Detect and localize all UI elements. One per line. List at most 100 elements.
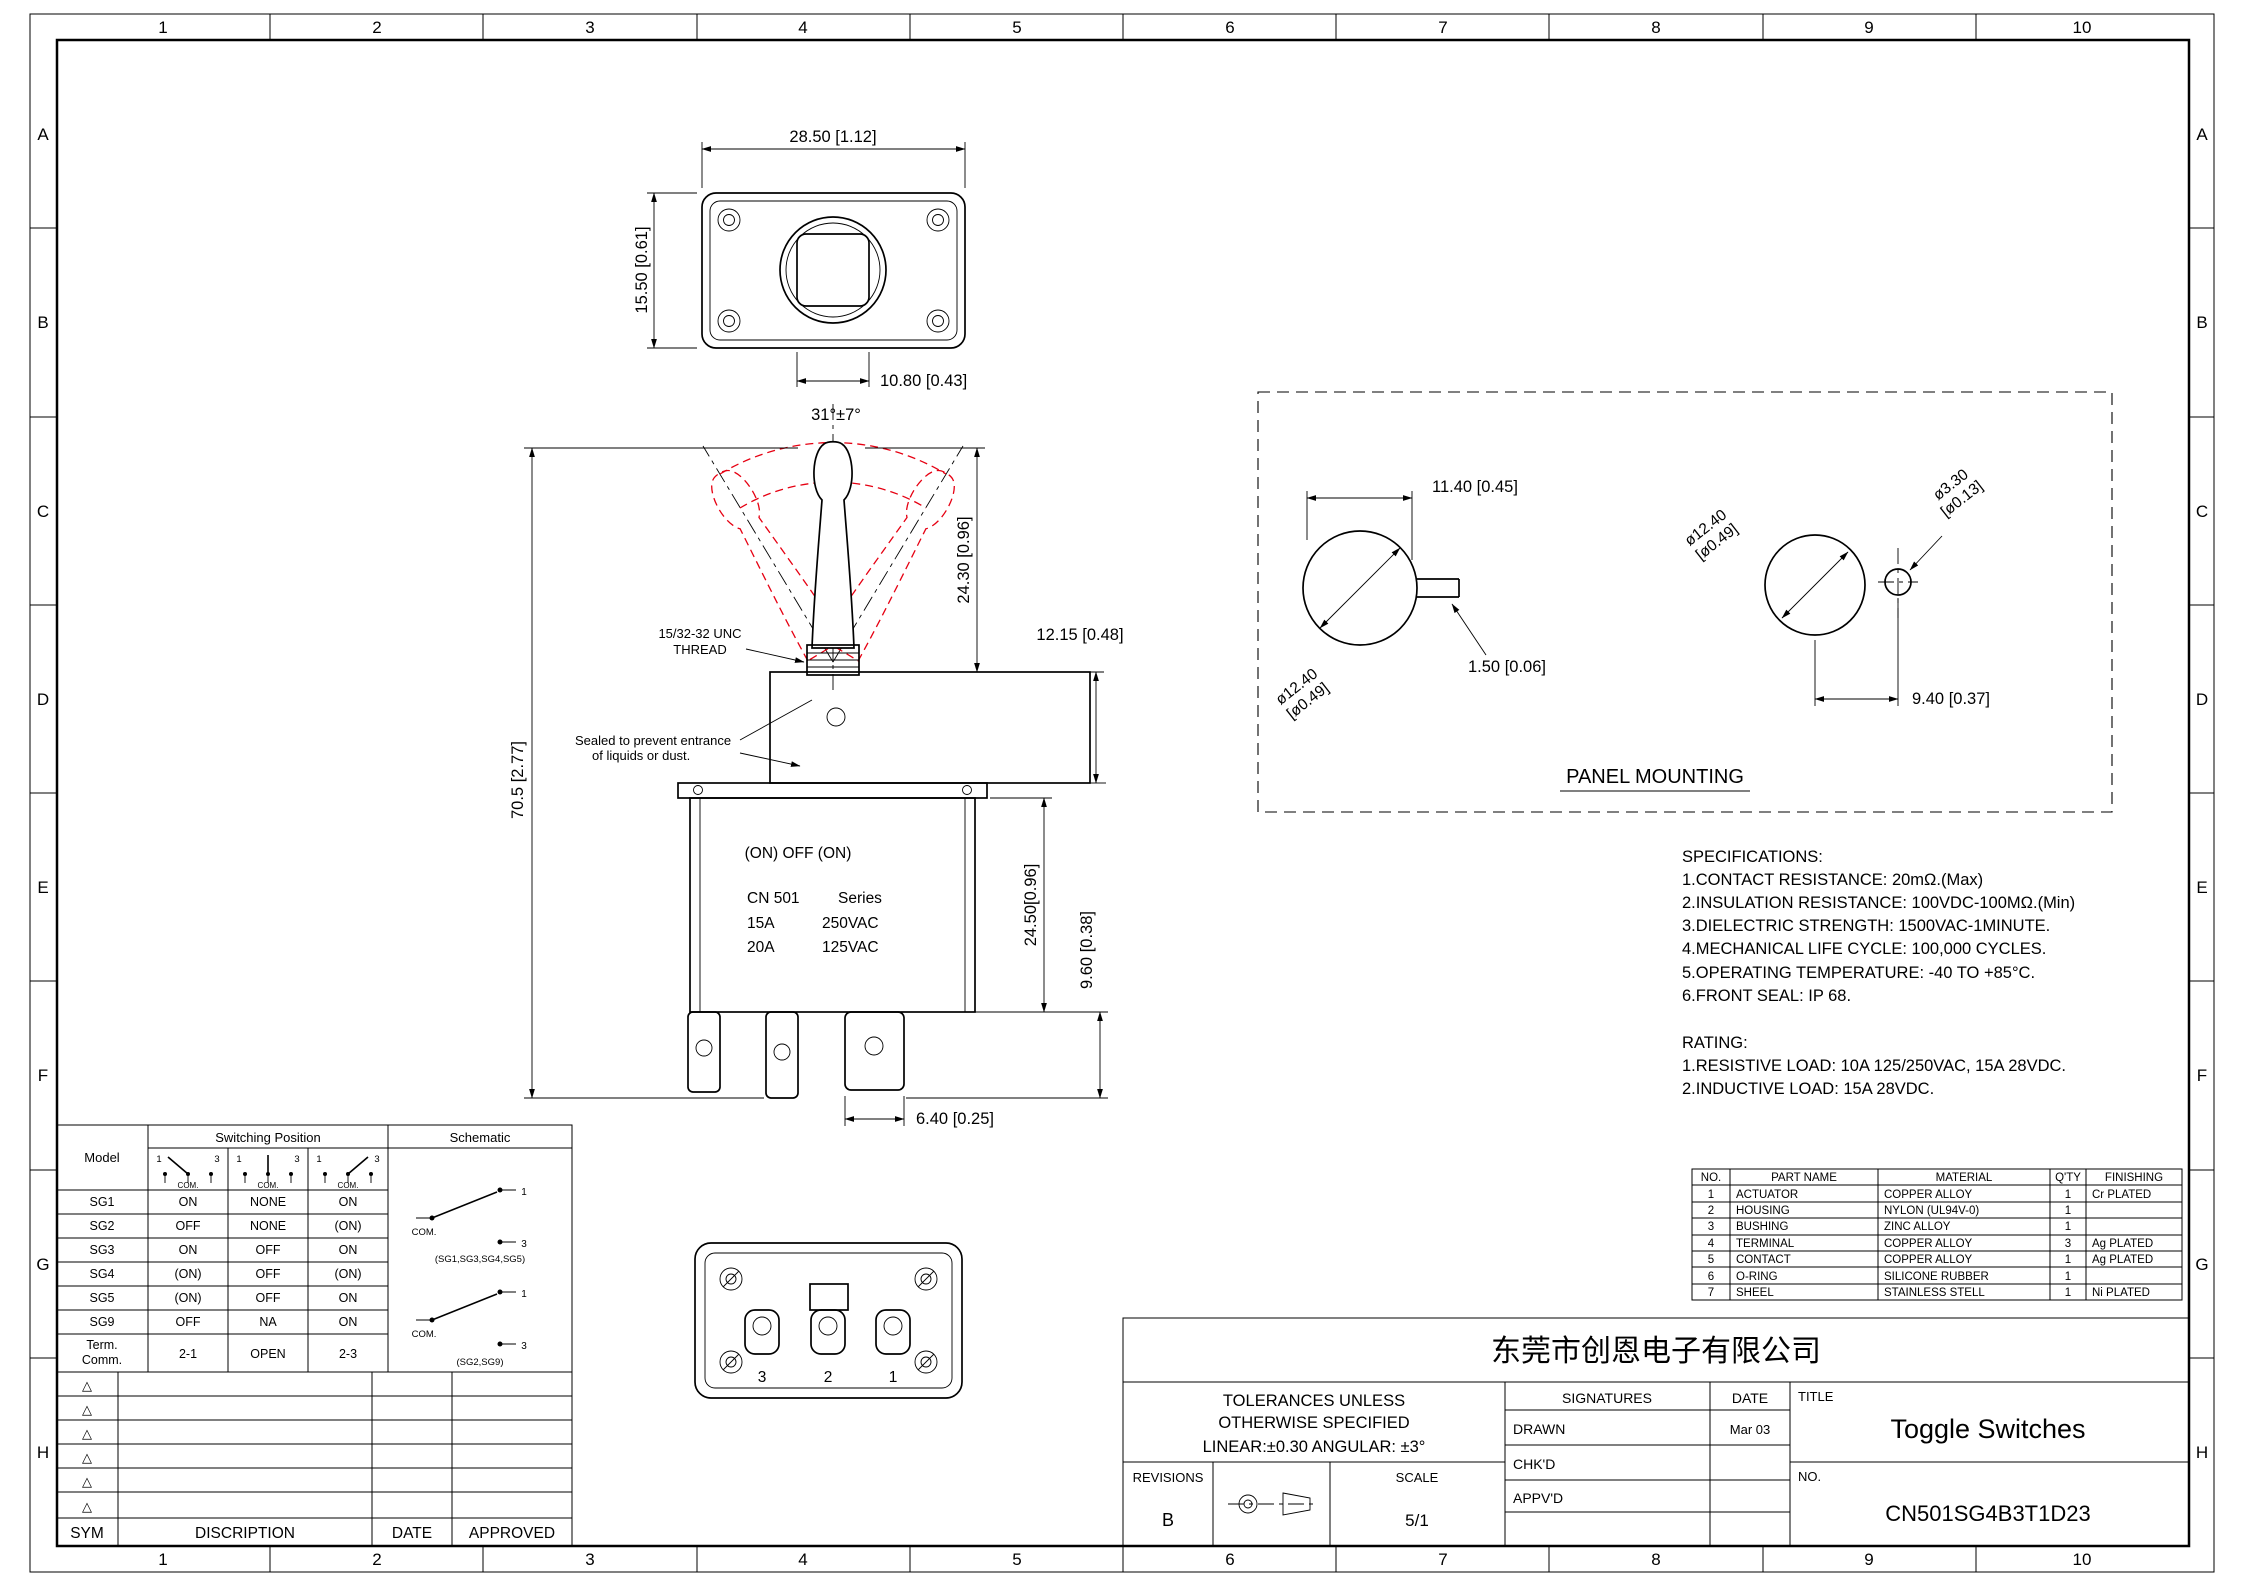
grid-row-label: F [2197, 1066, 2207, 1085]
body-marking-series-label: CN 501 [747, 890, 800, 907]
schematic-label: COM. [412, 1227, 437, 1238]
revision-sym: △ [82, 1499, 92, 1514]
cell: 2 [1708, 1205, 1714, 1217]
dim-bushing-height: 12.15 [0.48] [1036, 626, 1123, 644]
cell: 4 [1708, 1238, 1715, 1250]
dim-body-height: 24.50[0.96] [1022, 864, 1040, 947]
cell: ON [339, 1291, 358, 1305]
cell: ON [339, 1315, 358, 1329]
checked-label: CHK'D [1513, 1456, 1555, 1472]
schematic-label: 3 [521, 1239, 527, 1250]
grid-labels: 1 2 3 4 5 6 7 8 9 10 1 2 3 4 5 6 7 8 9 1… [36, 18, 2208, 1569]
dim-slot: 1.50 [0.06] [1468, 658, 1546, 676]
cell: COPPER ALLOY [1884, 1254, 1973, 1266]
body-marking-onoff: (ON) OFF (ON) [745, 845, 852, 862]
cell: 7 [1708, 1287, 1714, 1299]
specifications: SPECIFICATIONS: 1.CONTACT RESISTANCE: 20… [1682, 848, 2075, 1098]
cell: COPPER ALLOY [1884, 1238, 1973, 1250]
grid-col-label: 10 [2073, 1550, 2092, 1569]
title-block: 东莞市创恩电子有限公司 TOLERANCES UNLESS OTHERWISE … [1122, 1317, 2190, 1547]
bottom-view: 3 2 1 [694, 1242, 963, 1399]
dim-top-hole: 10.80 [0.43] [880, 372, 967, 390]
grid-col-label: 8 [1651, 18, 1660, 37]
cell: Ni PLATED [2092, 1287, 2150, 1299]
seal-note: of liquids or dust. [592, 748, 690, 763]
cell: BUSHING [1736, 1221, 1788, 1233]
icon-label: 1 [316, 1154, 321, 1165]
dim-panel-width: 11.40 [0.45] [1432, 478, 1518, 496]
grid-col-label: 3 [585, 1550, 594, 1569]
dim-total-height: 70.5 [2.77] [509, 741, 527, 819]
drawn-date: Mar 03 [1730, 1422, 1770, 1437]
grid-col-label: 1 [158, 18, 167, 37]
revision-table-grid [56, 1371, 573, 1547]
cell: OFF [256, 1291, 281, 1305]
no-label: NO. [1798, 1469, 1821, 1484]
icon-label: 1 [236, 1154, 241, 1165]
cell: ZINC ALLOY [1884, 1221, 1951, 1233]
icon-label: 3 [214, 1154, 219, 1165]
cell: SG4 [89, 1267, 114, 1281]
spec-item: 6.FRONT SEAL: IP 68. [1682, 987, 1851, 1005]
icon-label: COM. [258, 1181, 279, 1190]
switch-body [689, 797, 976, 1013]
revision-value: B [1162, 1510, 1174, 1530]
revision-header: SYM [70, 1525, 104, 1542]
dim-top-width: 28.50 [1.12] [789, 128, 876, 146]
revision-header: DATE [392, 1525, 432, 1542]
body-marking-amp2: 20A [747, 939, 775, 956]
icon-label: 3 [374, 1154, 379, 1165]
grid-col-label: 2 [372, 18, 381, 37]
grid-row-label: G [2195, 1255, 2208, 1274]
icon-label: COM. [178, 1181, 199, 1190]
switching-table-grid [56, 1124, 573, 1373]
thread-note: 15/32-32 UNC [658, 626, 741, 641]
toggle-lever [811, 440, 855, 649]
switch-position-center-icon: 1 3 COM. [236, 1154, 299, 1190]
schematic-diagram-2: 1 3 COM. (SG2,SG9) [412, 1289, 528, 1368]
cell: 3 [1708, 1221, 1714, 1233]
cell: OFF [256, 1267, 281, 1281]
grid-row-label: D [37, 690, 49, 709]
icon-label: 3 [294, 1154, 299, 1165]
cell: NONE [250, 1219, 286, 1233]
grid-row-label: G [36, 1255, 49, 1274]
panel-mounting-label: PANEL MOUNTING [1566, 766, 1744, 788]
dia-label-right: ø12.40 [ø0.49] [1682, 506, 1742, 564]
body-marking-amp1: 15A [747, 915, 775, 932]
third-angle-projection-icon [1228, 1492, 1316, 1516]
cell: 2-3 [339, 1347, 357, 1361]
parts-table: NO. PART NAME MATERIAL Q'TY FINISHING 1 … [1691, 1168, 2183, 1301]
drawing-number: CN501SG4B3T1D23 [1885, 1501, 2090, 1526]
icon-label: 1 [156, 1154, 161, 1165]
cell: ACTUATOR [1736, 1189, 1798, 1201]
grid-row-label: C [2196, 502, 2208, 521]
panel-mounting-detail: ø12.40 [ø0.49] 11.40 [0.45] 1.50 [0.06] … [1257, 391, 2113, 813]
company-name: 东莞市创恩电子有限公司 [1491, 1335, 1821, 1368]
dim-terminal-width: 6.40 [0.25] [916, 1110, 994, 1128]
grid-col-label: 2 [372, 1550, 381, 1569]
grid-col-label: 4 [798, 1550, 807, 1569]
grid-col-label: 7 [1438, 18, 1447, 37]
cell: SG5 [89, 1291, 114, 1305]
cell: Comm. [82, 1353, 122, 1367]
thread-note: THREAD [673, 642, 726, 657]
grid-row-label: A [37, 125, 49, 144]
cell: 2-1 [179, 1347, 197, 1361]
dim-terminal-length: 9.60 [0.38] [1078, 911, 1096, 989]
title-block-grid [1122, 1317, 2190, 1547]
spec-item: 5.OPERATING TEMPERATURE: -40 TO +85°C. [1682, 964, 2035, 982]
body-marking-series-value: Series [838, 890, 882, 907]
revision-header: APPROVED [469, 1525, 555, 1542]
revision-sym: △ [82, 1378, 92, 1393]
cell: SG3 [89, 1243, 114, 1257]
schematic-label: 1 [521, 1187, 527, 1198]
parts-header: MATERIAL [1936, 1172, 1993, 1184]
cell: ON [339, 1243, 358, 1257]
terminal-number: 2 [824, 1369, 833, 1386]
drawing-title: Toggle Switches [1890, 1414, 2085, 1444]
spec-item: 3.DIELECTRIC STRENGTH: 1500VAC-1MINUTE. [1682, 917, 2050, 935]
grid-col-label: 5 [1012, 1550, 1021, 1569]
dim-offset: 9.40 [0.37] [1912, 690, 1990, 708]
grid-row-label: E [2196, 878, 2207, 897]
